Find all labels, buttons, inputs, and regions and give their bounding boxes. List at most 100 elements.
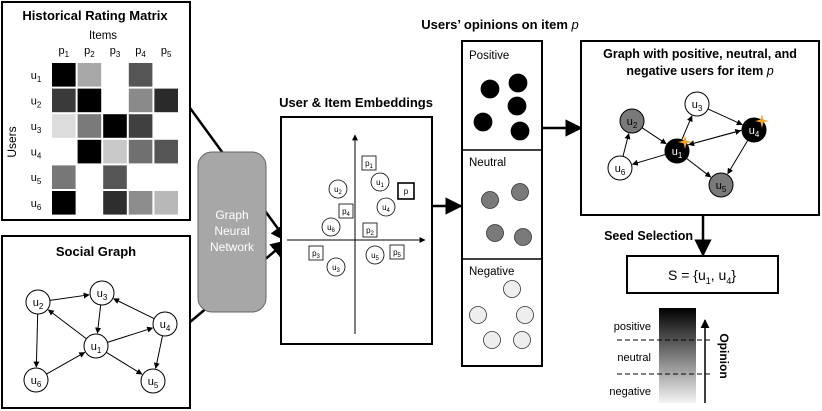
matrix-cell [103,165,127,189]
legend-negative: negative [609,386,651,398]
social-node-label: u5 [148,376,159,390]
legend-positive: positive [614,321,651,333]
opinions-panel: Users’ opinions on item p Positive Neutr… [421,17,579,367]
matrix-row-label: u6 [31,198,42,212]
matrix-row-label: u4 [31,147,42,161]
embedding-user-point [365,245,385,265]
opinion-graph-edge [631,153,666,166]
matrix-cell [52,63,76,87]
matrix-cell [103,114,127,138]
gnn-box: Graph Neural Network [197,151,267,313]
embedding-item-label: p5 [393,248,401,259]
opinion-graph-edge [686,157,712,178]
opinion-graph-edge [727,140,749,175]
positive-user-dot [473,112,493,132]
opinion-graph-panel: Graph with positive, neutral, and negati… [580,40,820,216]
neutral-user-dot [481,191,499,209]
social-node-label: u2 [33,297,44,311]
matrix-cell [52,191,76,215]
opinion-graph-node [619,108,645,134]
neutral-user-dot [514,228,532,246]
negative-user-dot [483,331,501,349]
negative-user-dot [503,280,521,298]
social-node-label: u3 [97,288,108,302]
opinion-graph-node-label: u6 [615,163,626,177]
positive-user-dot [507,96,527,116]
opinion-graph-node-label: u2 [627,116,638,130]
seed-selection-label: Seed Selection [604,229,693,243]
embedding-item-label: p3 [312,249,320,260]
embedding-user-label: u1 [376,178,384,189]
embedding-item-label: p [404,187,409,196]
opinion-graph-node-label: u3 [692,99,703,113]
matrix-cell [128,63,153,87]
embedding-item-label: p2 [366,226,374,237]
neutral-section-label: Neutral [469,157,506,169]
embedding-user-label: u3 [332,263,340,274]
opinion-graph-edges [622,108,749,178]
seed-star-icon [678,135,692,149]
embedding-user-point [321,217,341,237]
social-edge [33,313,40,368]
embedding-user-label: u4 [382,203,390,214]
embedding-user-point [376,197,396,217]
opinion-legend: positive neutral negative Opinion [609,308,731,403]
matrix-row-label: u2 [31,95,42,109]
items-axis-label: Items [89,30,117,42]
matrix-cell [128,139,153,164]
negative-user-dot [469,306,487,324]
social-edge [113,298,155,320]
seed-set-formula: S = {u1, u4} [668,267,736,286]
opinion-graph-node [684,91,710,117]
social-node [23,367,49,393]
embedding-user-label: u6 [327,223,335,234]
social-edge [46,351,86,375]
opinion-graph-node-label: u5 [716,180,727,194]
embeddings-panel: User & Item Embeddings u2u1u4u6u5u3p1pp4… [279,95,433,345]
embeddings-title: User & Item Embeddings [279,95,433,110]
matrix-col-label: p4 [135,45,146,59]
opinion-graph-node [708,172,734,198]
rating-matrix-title: Historical Rating Matrix [22,8,168,23]
opinion-graph-title-line1: Graph with positive, neutral, and [603,47,797,61]
opinion-graph-node-label: u4 [749,125,760,139]
negative-user-dot [516,306,534,324]
matrix-cell [52,165,76,189]
social-node-label: u4 [160,319,171,333]
neutral-user-dot [511,183,529,201]
embedding-user-point [328,179,348,199]
social-graph-nodes: u2 u3 u4 u1 u6 u5 [23,280,178,394]
opinion-graph-edge [641,127,667,145]
matrix-col-label: p3 [110,45,121,59]
gnn-label-line3: Network [210,240,255,254]
matrix-row-label: u5 [31,172,42,186]
embedding-item-point [308,245,324,261]
matrix-cell [103,191,127,215]
social-edge [153,335,164,369]
users-axis-label: Users [5,126,19,157]
social-node-label: u6 [31,375,42,389]
social-node [89,280,115,306]
embedding-user-point [326,257,346,277]
embedding-item-point [338,203,354,219]
matrix-col-label: p2 [84,45,95,59]
social-node [25,289,51,315]
seed-star-icon [755,114,769,128]
social-graph-edges [33,292,164,375]
opinion-gradient-bar [659,308,696,403]
gnn-label-line1: Graph [215,208,248,222]
matrix-cell [128,88,153,113]
matrix-cell [52,88,76,113]
opinion-graph-node [741,117,767,143]
opinion-axis-label: Opinion [717,333,731,378]
matrix-row-label: u1 [31,70,42,84]
gnn-label-line2: Neural [214,224,249,238]
positive-user-dot [480,79,500,99]
social-node-label: u1 [91,341,102,355]
